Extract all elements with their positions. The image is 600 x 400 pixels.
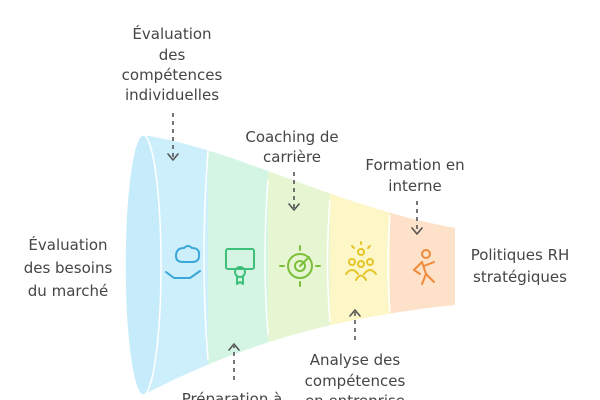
certificate-icon bbox=[225, 248, 255, 285]
funnel-opening bbox=[124, 134, 162, 396]
label-evaluation-besoins: Évaluation des besoins du marché bbox=[24, 235, 113, 300]
svg-text:Préparation à: Préparation à bbox=[182, 390, 283, 400]
label-coaching: Coaching de carrière bbox=[245, 128, 339, 211]
team-idea-icon bbox=[345, 241, 377, 281]
target-icon bbox=[279, 245, 321, 287]
svg-text:carrière: carrière bbox=[263, 148, 321, 166]
svg-text:des besoins: des besoins bbox=[24, 259, 113, 277]
label-politiques-rh: Politiques RH stratégiques bbox=[471, 246, 570, 286]
svg-text:Formation en: Formation en bbox=[365, 156, 464, 174]
svg-text:en entreprise: en entreprise bbox=[305, 392, 405, 400]
label-analyse-competences: Analyse des compétences en entreprise bbox=[305, 309, 406, 400]
svg-text:interne: interne bbox=[388, 177, 441, 195]
svg-text:stratégiques: stratégiques bbox=[473, 268, 567, 286]
label-evaluation-competences: Évaluation des compétences individuelles bbox=[122, 24, 223, 161]
svg-text:compétences: compétences bbox=[305, 372, 406, 390]
svg-text:du marché: du marché bbox=[28, 282, 108, 300]
coach-icon bbox=[413, 249, 435, 285]
svg-text:Analyse des: Analyse des bbox=[310, 351, 401, 369]
svg-text:individuelles: individuelles bbox=[125, 86, 219, 104]
svg-text:Politiques RH: Politiques RH bbox=[471, 246, 570, 264]
brain-hand-icon bbox=[165, 245, 201, 279]
svg-text:Évaluation: Évaluation bbox=[28, 235, 107, 254]
label-formation: Formation en interne bbox=[365, 156, 465, 235]
svg-text:Évaluation: Évaluation bbox=[132, 24, 211, 43]
svg-text:Coaching de: Coaching de bbox=[245, 128, 338, 146]
svg-text:des: des bbox=[159, 46, 186, 64]
svg-text:compétences: compétences bbox=[122, 66, 223, 84]
label-preparation: Préparation à bbox=[182, 343, 283, 400]
